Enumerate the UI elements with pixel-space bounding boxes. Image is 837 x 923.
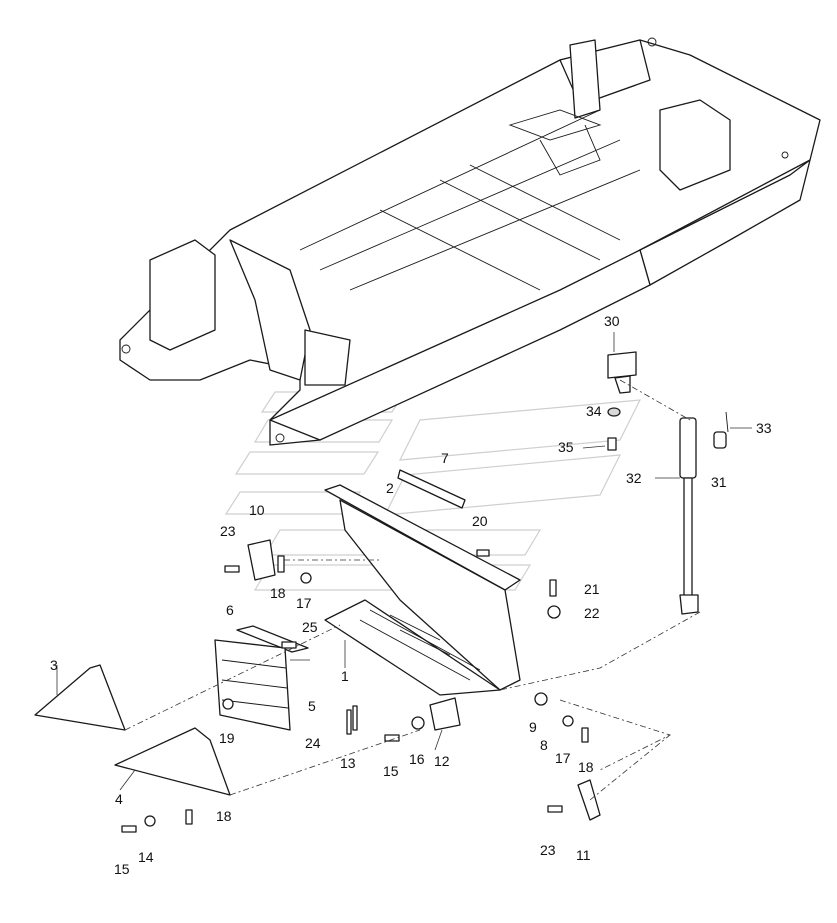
callout-20: 20 <box>472 513 488 529</box>
leader-lines <box>56 332 752 791</box>
callout-33: 33 <box>756 420 772 436</box>
callout-25: 25 <box>302 619 318 635</box>
callout-23-lower: 23 <box>540 842 556 858</box>
callout-13: 13 <box>340 755 356 771</box>
callout-18-middle: 18 <box>578 759 594 775</box>
callout-18-lower: 18 <box>216 808 232 824</box>
callout-34: 34 <box>586 403 602 419</box>
callout-9: 9 <box>529 719 537 735</box>
chassis-frame <box>119 37 821 446</box>
callout-labels: 30 34 33 35 32 31 7 2 10 20 23 21 18 17 … <box>50 313 772 877</box>
callout-10: 10 <box>249 502 265 518</box>
callout-17-upper: 17 <box>296 595 312 611</box>
callout-24: 24 <box>305 735 321 751</box>
callout-35: 35 <box>558 439 574 455</box>
callout-3: 3 <box>50 657 58 673</box>
callout-4: 4 <box>115 791 123 807</box>
callout-12: 12 <box>434 753 450 769</box>
callout-1: 1 <box>341 668 349 684</box>
callout-19: 19 <box>219 730 235 746</box>
callout-18-upper: 18 <box>270 585 286 601</box>
callout-31: 31 <box>711 474 727 490</box>
callout-7: 7 <box>441 450 449 466</box>
callout-32: 32 <box>626 470 642 486</box>
callout-6: 6 <box>226 602 234 618</box>
side-plates <box>34 664 231 796</box>
callout-5: 5 <box>308 698 316 714</box>
chute-assembly <box>214 469 521 731</box>
callout-21: 21 <box>584 581 600 597</box>
callout-8: 8 <box>540 737 548 753</box>
callout-15-lower: 15 <box>114 861 130 877</box>
callout-23-upper: 23 <box>220 523 236 539</box>
callout-15-middle: 15 <box>383 763 399 779</box>
callout-11: 11 <box>576 847 591 863</box>
callout-14: 14 <box>138 849 154 865</box>
callout-2: 2 <box>386 480 394 496</box>
fasteners <box>121 539 601 833</box>
gas-spring-assembly <box>607 351 729 615</box>
callout-22: 22 <box>584 605 600 621</box>
callout-16: 16 <box>409 751 425 767</box>
callout-30: 30 <box>604 313 620 329</box>
assembly-lines <box>124 379 701 801</box>
callout-17-lower: 17 <box>555 750 571 766</box>
